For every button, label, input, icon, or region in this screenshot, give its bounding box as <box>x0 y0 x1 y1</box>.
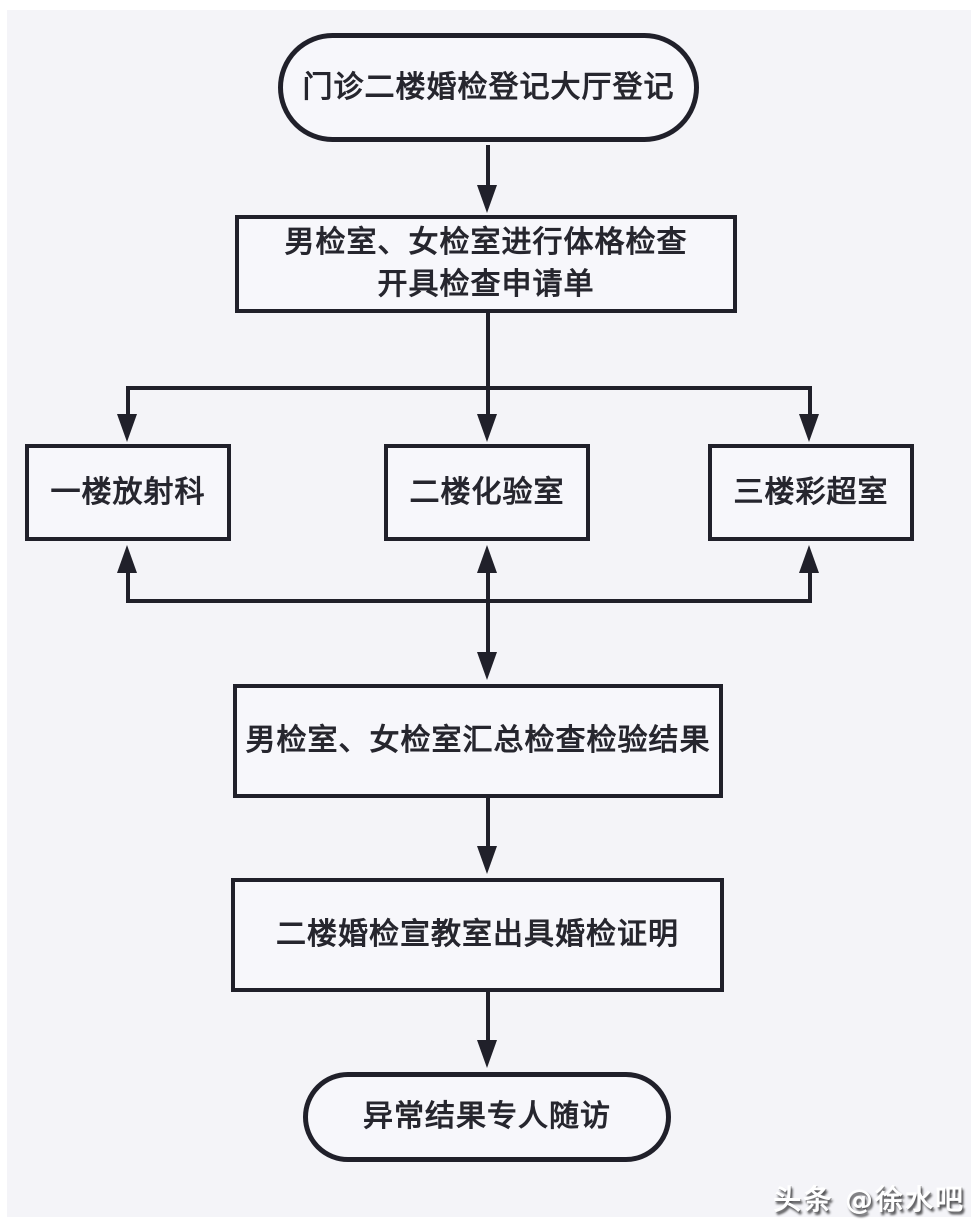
node-radiology: 一楼放射科 <box>25 444 231 541</box>
connector-line <box>126 388 130 416</box>
connector-line <box>486 798 490 848</box>
arrowhead-down-icon <box>117 414 137 442</box>
page-margin-top <box>0 0 978 10</box>
node-ultrasound: 三楼彩超室 <box>708 444 914 541</box>
page-margin-right <box>971 0 978 1226</box>
connector-line <box>486 313 490 390</box>
connector-line <box>486 992 490 1042</box>
connector-line <box>486 145 490 187</box>
connector-line <box>126 571 130 603</box>
arrowhead-down-icon <box>477 652 497 680</box>
node-certificate: 二楼婚检宣教室出具婚检证明 <box>231 878 724 992</box>
connector-line <box>808 388 812 416</box>
node-physical-exam-line2: 开具检查申请单 <box>377 267 595 302</box>
arrowhead-up-icon <box>477 545 497 573</box>
node-laboratory-label: 二楼化验室 <box>409 474 565 510</box>
connector-line <box>486 388 490 416</box>
page-margin-bottom <box>0 1217 978 1226</box>
watermark: 头条 @徐水吧 <box>773 1183 965 1216</box>
page-margin-left <box>0 0 7 1226</box>
node-registration-label: 门诊二楼婚检登记大厅登记 <box>302 69 675 105</box>
node-radiology-label: 一楼放射科 <box>50 474 206 510</box>
arrowhead-down-icon <box>477 414 497 442</box>
arrowhead-down-icon <box>477 846 497 874</box>
node-physical-exam-line1: 男检室、女检室进行体格检查 <box>284 225 688 260</box>
node-summary: 男检室、女检室汇总检查检验结果 <box>233 684 723 798</box>
split-hub-line <box>126 386 812 390</box>
return-hub-line <box>126 599 812 603</box>
connector-line <box>486 601 490 654</box>
arrowhead-up-icon <box>117 545 137 573</box>
arrowhead-up-icon <box>799 545 819 573</box>
node-summary-label: 男检室、女检室汇总检查检验结果 <box>245 723 711 758</box>
node-registration: 门诊二楼婚检登记大厅登记 <box>278 33 699 142</box>
node-laboratory: 二楼化验室 <box>384 444 590 541</box>
connector-line <box>486 571 490 603</box>
node-physical-exam: 男检室、女检室进行体格检查 开具检查申请单 <box>235 215 737 313</box>
node-followup-label: 异常结果专人随访 <box>363 1099 611 1134</box>
connector-line <box>808 571 812 603</box>
arrowhead-down-icon <box>799 414 819 442</box>
node-followup: 异常结果专人随访 <box>303 1072 671 1162</box>
node-certificate-label: 二楼婚检宣教室出具婚检证明 <box>276 917 679 952</box>
arrowhead-down-icon <box>477 1040 497 1068</box>
arrowhead-down-icon <box>477 185 497 213</box>
node-ultrasound-label: 三楼彩超室 <box>733 474 889 510</box>
